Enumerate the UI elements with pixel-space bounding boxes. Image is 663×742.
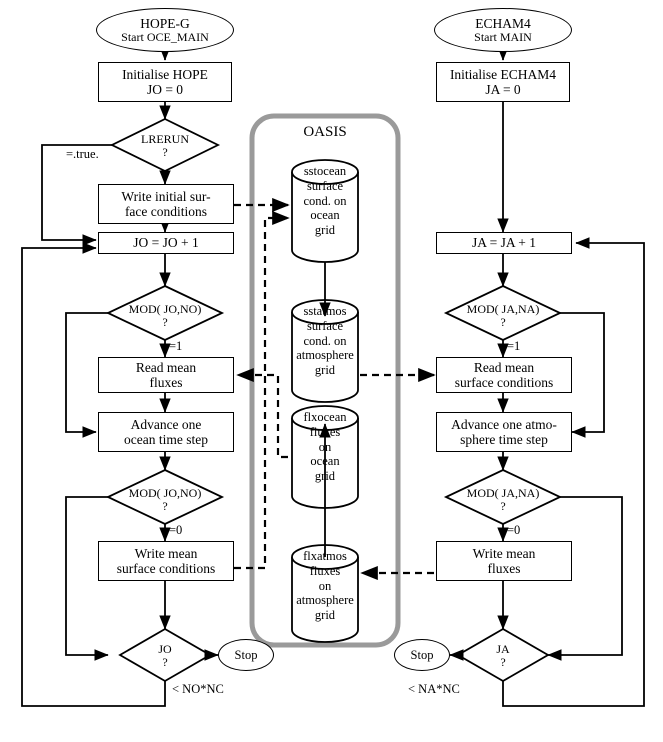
write-initial-line2: face conditions [124, 204, 208, 219]
label-lrerun-true: =.true. [66, 147, 99, 161]
initialise-echam4-line2: JA = 0 [485, 82, 521, 97]
process-initialise-hope[interactable]: Initialise HOPE JO = 0 [98, 62, 232, 102]
label-jo-lt-no-nc: < NO*NC [172, 682, 224, 696]
read-mean-fluxes-line2: fluxes [149, 375, 183, 390]
decision-mod-ja-top [443, 285, 563, 341]
process-read-mean-surface-conditions[interactable]: Read mean surface conditions [436, 357, 572, 393]
process-advance-ocean-time-step[interactable]: Advance one ocean time step [98, 412, 234, 452]
decision-mod-ja-bottom [443, 469, 563, 525]
stop-atmos-label: Stop [410, 648, 434, 662]
label-mod-ja-top-eq1: =1 [507, 339, 521, 353]
label-mod-jo-bottom-eq0: =0 [169, 523, 183, 537]
advance-ocean-line1: Advance one [130, 416, 202, 432]
decision-mod-jo-bottom [105, 469, 225, 525]
write-initial-line1: Write initial sur- [121, 188, 211, 204]
process-initialise-echam4[interactable]: Initialise ECHAM4 JA = 0 [436, 62, 570, 102]
cylinder-sstocean [291, 159, 359, 263]
label-mod-ja-bottom-eq0: =0 [507, 523, 521, 537]
decision-ja-end [456, 627, 550, 683]
decision-mod-jo-top [105, 285, 225, 341]
link-write-mean-sfc-to-sstocean [234, 210, 290, 570]
echam4-start-line1: ECHAM4 [475, 15, 531, 31]
write-mean-sfc-line2: surface conditions [116, 561, 216, 576]
label-ja-lt-na-nc: < NA*NC [408, 682, 460, 696]
hope-start-line2: Start OCE_MAIN [121, 29, 209, 44]
terminator-echam4-start[interactable]: ECHAM4 Start MAIN [434, 8, 572, 52]
jo-counter-label: JO = JO + 1 [133, 235, 199, 251]
initialise-echam4-line1: Initialise ECHAM4 [449, 66, 557, 82]
terminator-hope-start[interactable]: HOPE-G Start OCE_MAIN [96, 8, 234, 52]
initialise-hope-line2: JO = 0 [146, 82, 184, 97]
decision-jo-end [118, 627, 212, 683]
link-flxocean-to-read-mean-fluxes [236, 367, 288, 459]
read-mean-sfc-line1: Read mean [473, 359, 535, 375]
process-jo-counter[interactable]: JO = JO + 1 [98, 232, 234, 254]
advance-ocean-line2: ocean time step [124, 432, 208, 447]
write-mean-sfc-line1: Write mean [134, 545, 198, 561]
process-ja-counter[interactable]: JA = JA + 1 [436, 232, 572, 254]
label-mod-jo-top-eq1: =1 [169, 339, 183, 353]
process-read-mean-fluxes-ocean[interactable]: Read mean fluxes [98, 357, 234, 393]
write-mean-fluxes-line2: fluxes [487, 561, 521, 576]
cylinder-flxatmos [291, 544, 359, 643]
ja-counter-label: JA = JA + 1 [472, 235, 536, 251]
write-mean-fluxes-line1: Write mean [472, 545, 536, 561]
stop-ocean-label: Stop [234, 648, 258, 662]
process-advance-atmosphere-time-step[interactable]: Advance one atmo- sphere time step [436, 412, 572, 452]
echam4-start-line2: Start MAIN [474, 29, 532, 44]
hope-start-line1: HOPE-G [140, 15, 190, 31]
process-write-initial-surface-conditions[interactable]: Write initial sur- face conditions [98, 184, 234, 224]
read-mean-fluxes-line1: Read mean [135, 359, 197, 375]
advance-atmos-line2: sphere time step [460, 432, 548, 447]
process-write-mean-surface-conditions[interactable]: Write mean surface conditions [98, 541, 234, 581]
oasis-title: OASIS [303, 124, 347, 140]
initialise-hope-line1: Initialise HOPE [122, 66, 208, 82]
process-write-mean-fluxes-atmos[interactable]: Write mean fluxes [436, 541, 572, 581]
terminator-stop-ocean[interactable]: Stop [218, 639, 274, 671]
terminator-stop-atmos[interactable]: Stop [394, 639, 450, 671]
advance-atmos-line1: Advance one atmo- [451, 416, 557, 432]
read-mean-sfc-line2: surface conditions [454, 375, 554, 390]
decision-lrerun [109, 117, 221, 173]
